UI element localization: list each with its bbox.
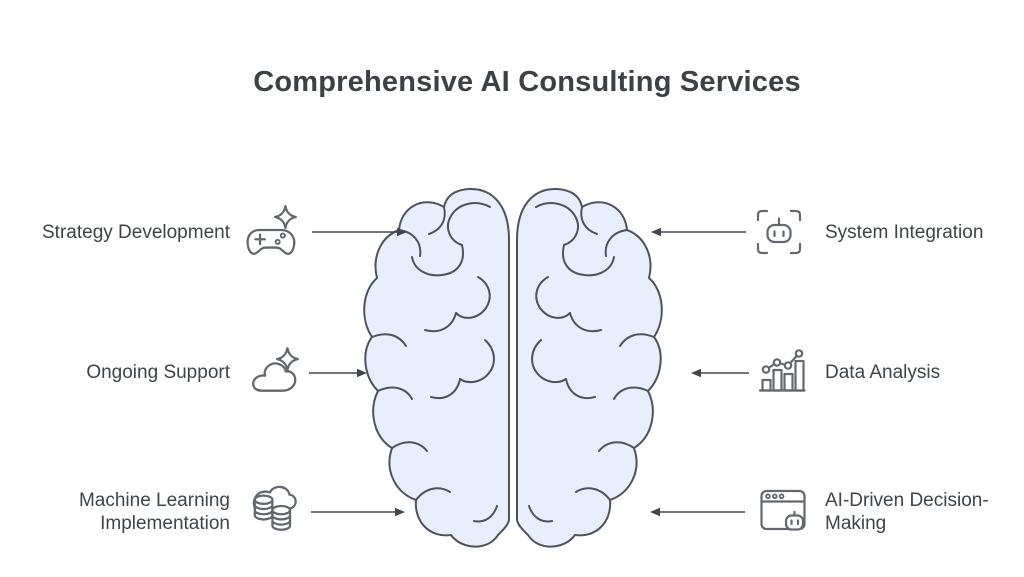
robot-scan-frame-icon [756,209,802,255]
cloud-databases-icon [252,485,297,531]
label-ai-driven-decision-making: AI-Driven Decision-Making [825,490,989,534]
page-title: Comprehensive AI Consulting Services [253,66,801,98]
brain-illustration [363,187,663,548]
cloud-sparkle-icon [252,347,299,392]
label-data-analysis: Data Analysis [825,362,941,383]
arrow-right-icon [311,507,405,517]
bar-chart-trend-icon [758,349,806,392]
label-ongoing-support: Ongoing Support [86,362,230,383]
arrow-left-icon [691,368,749,378]
arrow-right-icon [312,227,407,237]
label-strategy-development: Strategy Development [42,222,230,243]
arrow-left-icon [650,507,745,517]
arrow-right-icon [309,368,367,378]
label-system-integration: System Integration [825,222,984,243]
browser-robot-icon [760,489,806,531]
arrow-left-icon [651,227,746,237]
game-controller-sparkle-icon [246,205,297,255]
label-machine-learning-implementation: Machine Learning Implementation [78,490,230,534]
